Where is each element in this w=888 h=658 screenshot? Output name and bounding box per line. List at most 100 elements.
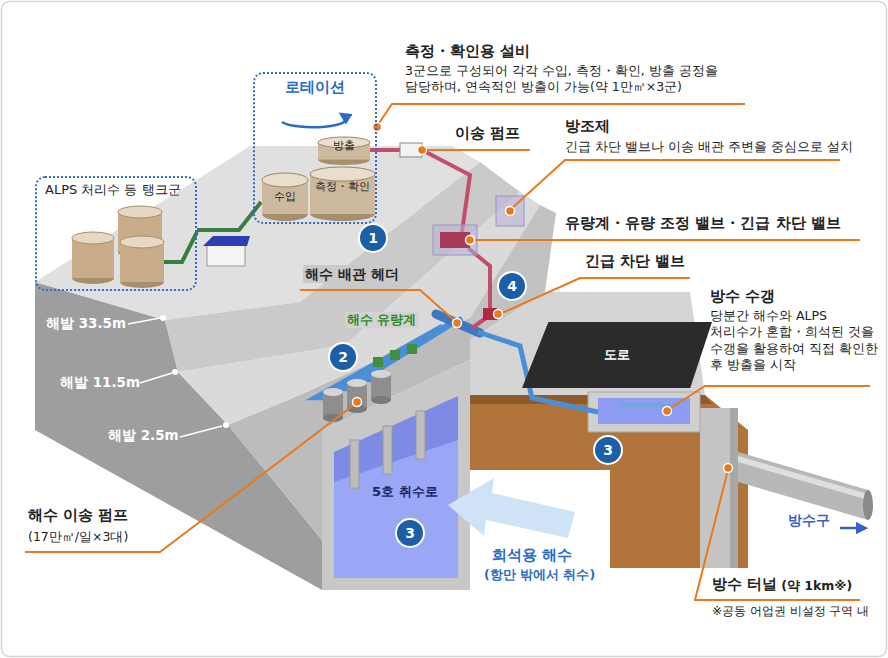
leader-dot [663,407,672,416]
callout-number: 1 [368,231,378,245]
node-text: 수입 [274,190,296,204]
spec-text: (약 1km※) [781,578,852,594]
channel-pillar [383,426,392,474]
leader-line [695,470,860,600]
pipe-header [436,314,480,333]
discharge-tunnel [738,452,868,520]
level-dot [223,422,229,428]
node-text: 도로 [604,347,630,363]
pump-top [323,388,343,396]
body-text: 3군으로 구성되어 각각 수입, 측정・확인, 방출 공정을 담당하며, 연속적… [405,63,745,96]
tank-top [262,173,308,187]
leader-dots [353,123,733,473]
leader-dot [494,310,503,319]
callout-number: 2 [338,350,348,364]
basin-water [598,398,690,424]
node-text: 측정・확인 [315,180,370,194]
part-name: 방조제 [565,117,610,137]
shaft-wall [700,408,738,568]
flow-meter [373,357,383,367]
tank-top [72,232,114,244]
storage-tank: 수입 [261,172,309,222]
callout-number: 4 [507,279,517,293]
node-text: ALPS 처리수 등 탱크군 [45,182,181,198]
inflow-arrow [448,478,575,538]
road-surface: 도로 [522,322,712,388]
channel-pillar [416,411,425,459]
leader-line [472,239,860,241]
level-label: 해발 33.5m [46,315,126,333]
tunnel-end [863,490,873,520]
rotation-group: 로테이션방출측정・확인수입 [253,72,377,224]
intake-opening [334,396,458,578]
level-pointer [128,318,160,324]
level-dots [160,315,229,428]
flow-meter [390,350,400,360]
flow-label: 방수구 [788,512,830,530]
tank-top [120,236,164,248]
level-dot [172,369,178,375]
intake-structure [322,360,470,590]
part-name: 해수 이송 펌프 [28,506,128,526]
tunnel-highlight [738,456,868,500]
callout-circle [498,272,526,300]
connector-group [197,202,261,230]
level-pointers [128,318,222,437]
callout-number: 3 [603,443,613,457]
rotation-arrow [282,116,346,127]
pump-top [371,370,391,378]
leader-dot [506,207,515,216]
level-label: 해발 2.5m [108,427,179,445]
storage-tank: 측정・확인 [309,166,376,222]
leader-dot [373,123,382,132]
leader-line [510,160,840,210]
part-name: 방수 수갱 [710,287,775,307]
shaft-basin [588,392,700,432]
outlet-arrow [840,527,862,530]
transfer-pipe [164,232,197,262]
pipe-connector [197,202,261,230]
body-text: 긴급 차단 밸브나 이송 배관 주변을 중심으로 설치 [565,139,853,155]
level-pointer [140,373,172,383]
leader-dot [453,319,462,328]
leader-line [377,104,745,126]
spec-text: (17만㎥/일×3대) [28,529,128,545]
leader-line [500,278,690,314]
part-name: 이송 펌프 [455,124,520,144]
level-dot [160,315,166,321]
part-name: 유량계・유량 조정 밸브・긴급 차단 밸브 [565,214,841,234]
leader-line [425,149,530,151]
callout-circle [329,343,357,371]
tank-shape [309,166,376,222]
level-pointer [180,426,222,437]
treated-water-pipe [422,150,470,232]
flow-meter [407,344,417,354]
tank-top [310,167,375,181]
pump-top [347,379,367,387]
building-wall [207,244,245,266]
part-name: 해수 배관 헤더 [303,265,401,283]
body-text: 당분간 해수와 ALPS 처리수가 혼합・희석된 것을 수갱을 활용하여 직접 … [710,308,878,373]
pump-base [371,396,391,404]
tank-top [118,206,162,218]
callout-circle [359,224,387,252]
node-text: 방출 [333,139,355,153]
leader-dot [418,146,427,155]
callout-circle [594,436,622,464]
part-name: 5호 취수로 [372,484,438,501]
callout-circle [396,519,424,547]
building-roof [203,236,250,246]
intake-water [334,440,458,578]
callout-number: 3 [405,526,415,540]
flow-note: (항만 밖에서 취수) [484,567,595,583]
leader-line [668,386,870,410]
part-name: 긴급 차단 밸브 [585,252,685,272]
earth-section [470,395,748,568]
channel-pillar [350,440,359,488]
shaft-side [730,408,738,568]
tank-body [310,174,375,214]
part-name: 해수 유량계 [345,312,418,328]
tide-barrier [433,225,477,255]
